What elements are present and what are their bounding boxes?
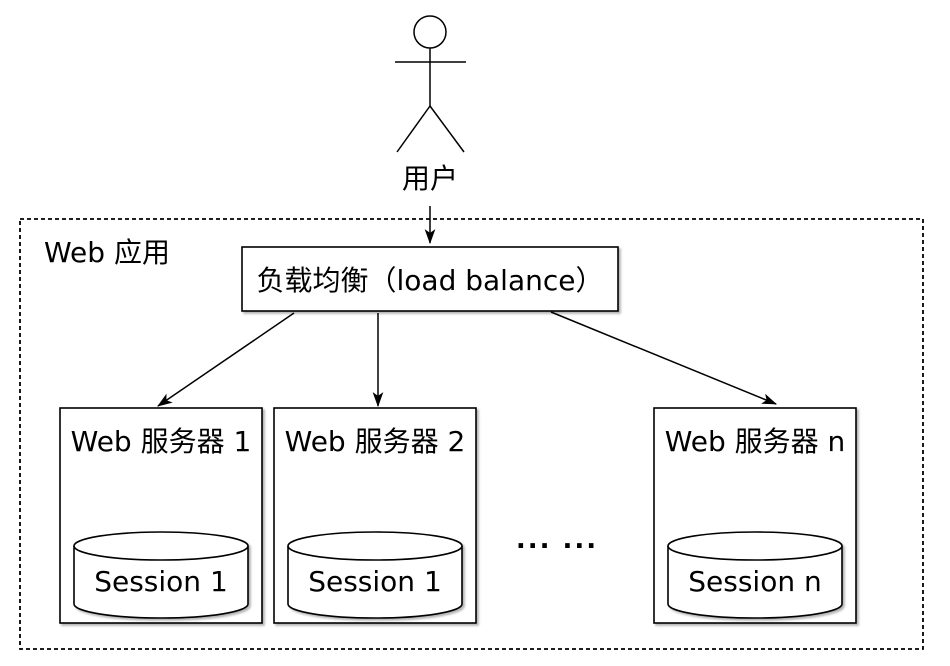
session-cylinder-icon [667,531,843,619]
session-1-cylinder-body [73,546,249,619]
arrow-lb-to-server-1 [157,312,295,407]
load-balancer-label: 负载均衡（load balance） [257,264,604,297]
server-1-session-label: Session 1 [94,565,228,598]
load-balancer-node [241,246,619,312]
actor-leg-right [429,105,465,153]
web-app-boundary-label: Web 应用 [44,236,170,269]
server-n-session-label: Session n [688,565,821,598]
load-balancer-box [241,246,619,312]
actor-label: 用户 [402,162,458,195]
server-node-n: Web 服务器 n Session n [653,407,857,624]
server-2-label: Web 服务器 2 [285,425,466,458]
session-n-cylinder-body [667,546,843,619]
actor-head [413,15,447,49]
server-node-2: Web 服务器 2 Session 1 [273,407,477,624]
server-n-label: Web 服务器 n [665,425,846,458]
session-2-cylinder-body [287,546,463,619]
server-node-1: Web 服务器 1 Session 1 [59,407,263,624]
arrow-lb-to-server-n [550,311,777,405]
actor-figure-icon [395,15,466,153]
web-app-boundary [19,218,924,650]
server-2-session-label: Session 1 [308,565,442,598]
session-n-cylinder-top [667,531,843,561]
session-2-cylinder-top [287,531,463,561]
session-cylinder-icon [73,531,249,619]
server-1-label: Web 服务器 1 [71,425,252,458]
session-cylinder-icon [287,531,463,619]
actor-leg-left [396,105,431,153]
ellipsis-label: ... ... [516,525,598,555]
session-1-cylinder-top [73,531,249,561]
